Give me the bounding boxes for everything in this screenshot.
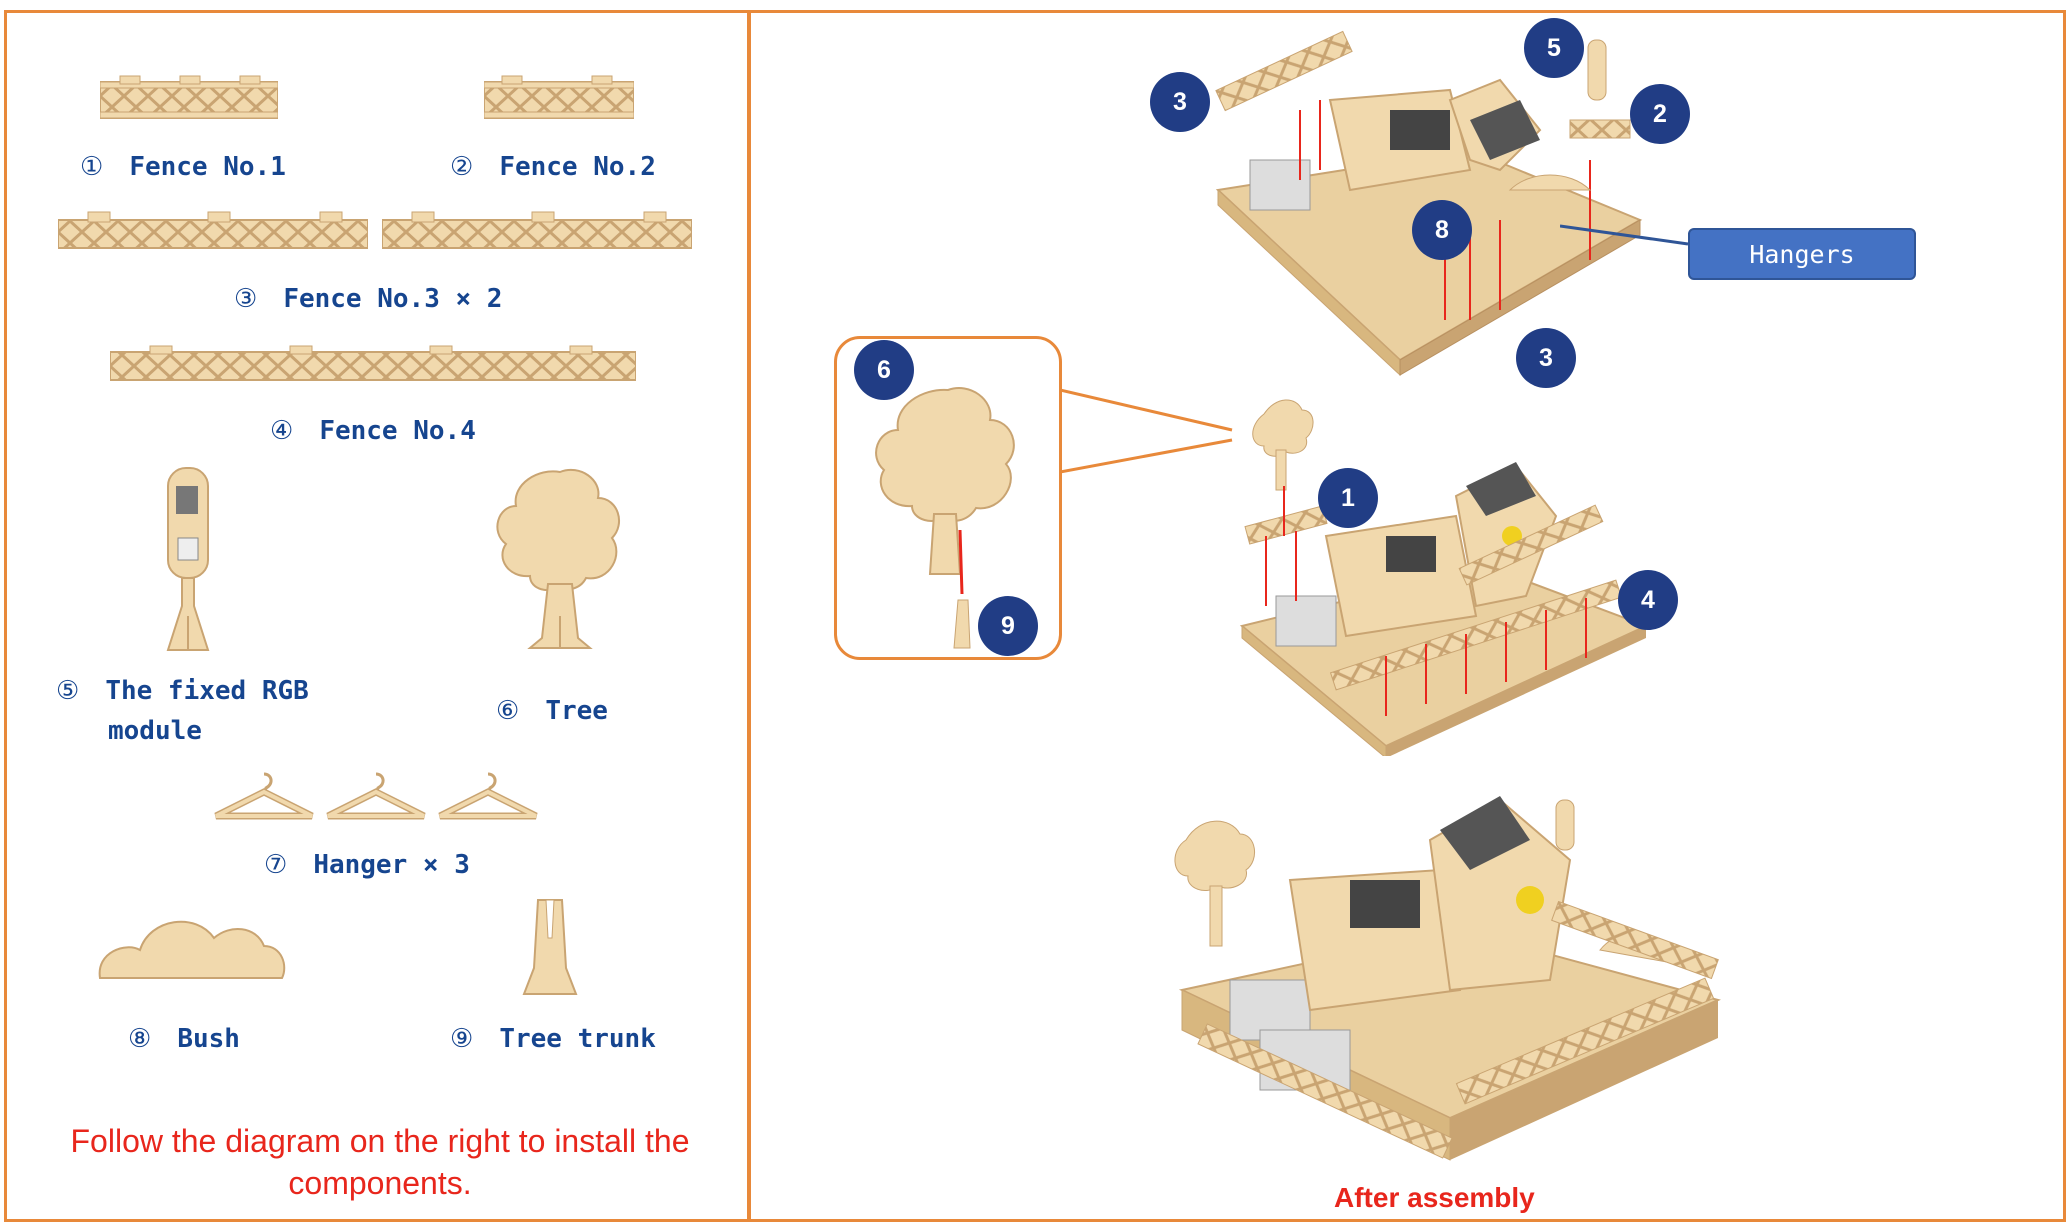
hanger-image xyxy=(214,772,314,820)
step-badge: 9 xyxy=(978,596,1038,656)
callout-line xyxy=(1560,224,1689,246)
bush-image xyxy=(98,920,286,979)
rgb-module-image xyxy=(166,467,210,651)
step-badge: 8 xyxy=(1412,200,1472,260)
zoom-connector xyxy=(1060,388,1233,474)
install-instruction: Follow the diagram on the right to insta… xyxy=(70,1123,690,1201)
step-badge: 3 xyxy=(1150,72,1210,132)
fence-3-image xyxy=(58,211,368,249)
fence-1-image xyxy=(100,75,278,119)
after-assembly-caption: After assembly xyxy=(1334,1182,1535,1213)
hanger-image xyxy=(438,772,538,820)
step-badge: 3 xyxy=(1516,328,1576,388)
assembly-panel xyxy=(748,10,2066,1222)
assembly-step-2-image xyxy=(1239,399,1649,756)
hanger-image xyxy=(326,772,426,820)
step-badge: 1 xyxy=(1318,468,1378,528)
tree-zoom-box xyxy=(834,336,1062,660)
step-badge: 4 xyxy=(1618,570,1678,630)
assembled-model-image xyxy=(1174,796,1721,1161)
part-label-rgb-module-line2: module xyxy=(108,716,202,746)
fence-4-image xyxy=(110,345,636,381)
fence-3-image xyxy=(382,211,692,249)
assembly-step-1-image xyxy=(1215,30,1643,377)
tree-trunk-image xyxy=(522,899,578,995)
tree-image xyxy=(496,468,621,649)
step-badge: 2 xyxy=(1630,84,1690,144)
hangers-callout: Hangers xyxy=(1688,228,1916,280)
step-badge: 5 xyxy=(1524,18,1584,78)
tree-zoom-image xyxy=(875,387,1015,649)
fence-2-image xyxy=(484,75,634,119)
step-badge: 6 xyxy=(854,340,914,400)
